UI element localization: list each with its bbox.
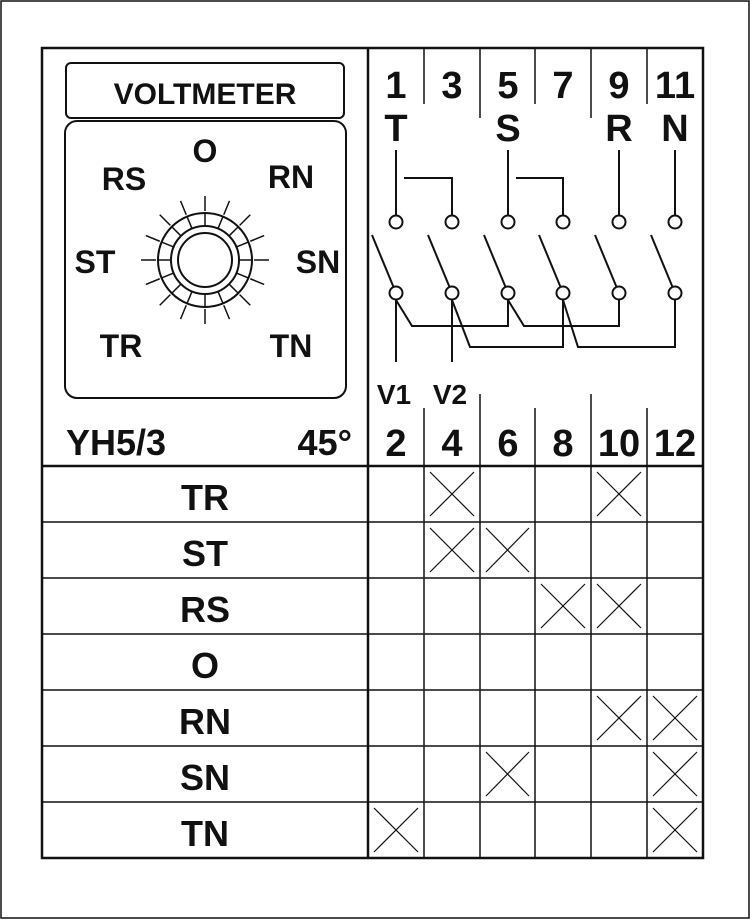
row-position-label: SN (180, 757, 230, 798)
row-position-label: TR (181, 477, 229, 518)
bottom-terminal-number: 12 (654, 423, 696, 465)
title-text: VOLTMETER (114, 78, 297, 111)
contact-closed-mark (596, 471, 642, 517)
dial-label-rs: RS (102, 161, 146, 197)
table-row: RS (180, 583, 642, 630)
terminal-column-separators (423, 48, 648, 466)
row-position-label: RN (179, 701, 231, 742)
bottom-terminal-number: 2 (385, 423, 406, 465)
table-row: SN (180, 751, 698, 798)
contact-closed-mark (652, 807, 698, 853)
contact-closed-mark (596, 695, 642, 741)
row-position-label: ST (182, 533, 228, 574)
dial-label-st: ST (75, 244, 116, 280)
top-terminal-number: 9 (608, 65, 629, 107)
contact-closed-mark (485, 751, 530, 797)
dial-label-rn: RN (268, 159, 314, 195)
table-row: RN (179, 695, 698, 742)
table-row: TN (181, 807, 698, 854)
contact-closed-mark (429, 527, 475, 573)
table-row: TR (181, 471, 642, 518)
top-terminal-number: 11 (655, 65, 695, 107)
dial-label-sn: SN (296, 244, 340, 280)
table-row: ST (182, 527, 530, 574)
title-box (65, 62, 345, 119)
contact-closed-mark (540, 583, 586, 629)
contact-table: TR ST RS O RN SN TN (42, 466, 703, 858)
top-terminal-phase: R (605, 108, 632, 150)
top-terminal-phase: N (661, 108, 688, 150)
dial-box (64, 120, 347, 399)
top-terminal-phase: S (495, 108, 520, 150)
row-position-label: RS (180, 589, 230, 630)
bottom-terminal-number: 4 (441, 423, 462, 465)
bottom-terminal-number: 10 (598, 423, 640, 465)
bottom-terminal-label: V2 (433, 379, 467, 410)
bottom-terminal-number: 8 (552, 423, 573, 465)
contact-closed-mark (652, 695, 698, 741)
contact-closed-mark (485, 527, 530, 573)
top-terminal-phase: T (384, 108, 407, 150)
dial-label-tn: TN (270, 328, 313, 364)
contact-closed-mark (429, 471, 475, 517)
bottom-terminal-number: 6 (497, 423, 518, 465)
main-frame (40, 46, 705, 860)
top-terminal-number: 1 (385, 65, 406, 107)
dial-label-o: O (193, 133, 218, 169)
switch-wiring (371, 150, 683, 362)
rotary-dial-icon (141, 196, 269, 324)
top-terminal-number: 7 (552, 65, 573, 107)
contact-closed-mark (373, 807, 419, 853)
contact-closed-mark (596, 583, 642, 629)
row-position-label: TN (181, 813, 229, 854)
dial-label-tr: TR (100, 328, 143, 364)
top-terminal-number: 3 (441, 65, 462, 107)
table-row: O (191, 645, 219, 686)
contact-closed-mark (652, 751, 698, 797)
top-terminal-number: 5 (497, 65, 518, 107)
model-label: YH5/3 (66, 422, 166, 463)
angle-label: 45° (298, 422, 352, 463)
bottom-terminal-label: V1 (377, 379, 411, 410)
row-position-label: O (191, 645, 219, 686)
